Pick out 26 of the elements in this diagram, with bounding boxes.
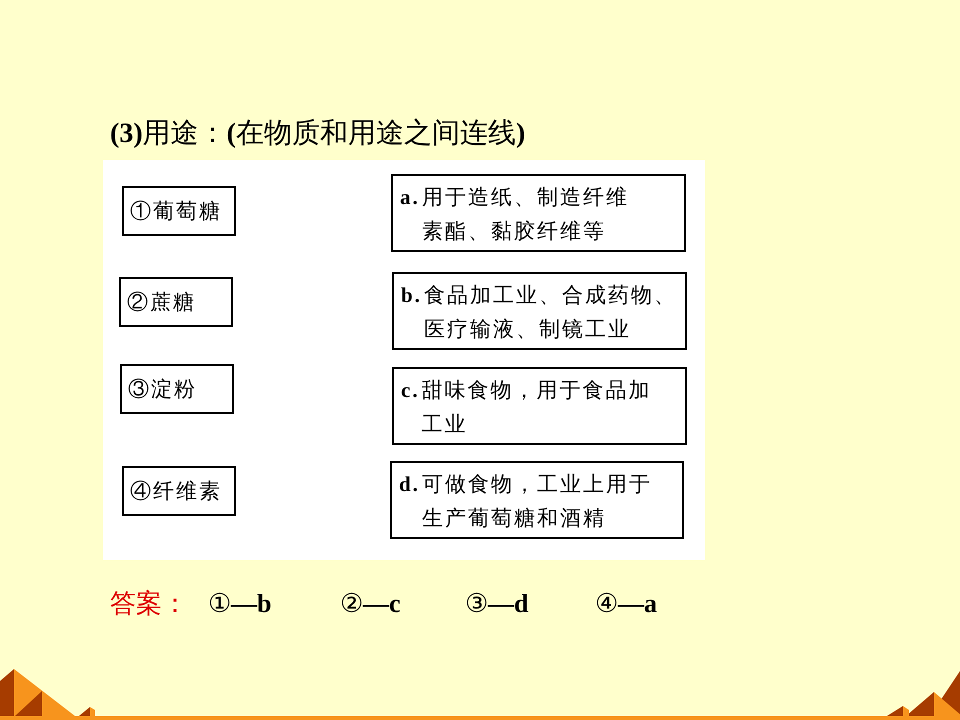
- substance-box: [120, 364, 234, 414]
- substance-name: ③淀粉: [128, 376, 197, 403]
- option-letter: b.: [401, 282, 422, 309]
- usage-description: 可做食物，工业上用于生产葡萄糖和酒精: [422, 471, 653, 532]
- answer-pair: ①—b: [208, 588, 272, 620]
- substance-name: ②蔗糖: [127, 289, 196, 316]
- answer-label: 答案：: [110, 588, 188, 620]
- answer-pair: ②—c: [340, 588, 401, 620]
- substance-box: [122, 466, 236, 516]
- option-letter: c.: [401, 377, 420, 404]
- usage-box: [390, 461, 684, 539]
- substance-name: ④纤维素: [130, 478, 222, 505]
- substance-name: ①葡萄糖: [130, 198, 222, 225]
- substance-box: [119, 277, 233, 327]
- option-letter: a.: [400, 184, 420, 211]
- usage-box: [392, 367, 687, 445]
- usage-description: 用于造纸、制造纤维素酯、黏胶纤维等: [422, 184, 630, 245]
- answer-pair: ③—d: [465, 588, 528, 620]
- usage-description: 食品加工业、合成药物、医疗输液、制镜工业: [424, 282, 678, 343]
- usage-description: 甜味食物，用于食品加工业: [422, 377, 653, 438]
- usage-box: [392, 272, 687, 350]
- substance-box: [122, 186, 236, 236]
- answer-pair: ④—a: [595, 588, 657, 620]
- slide-title: (3)用途：(在物质和用途之间连线): [110, 117, 526, 151]
- usage-box: [391, 174, 686, 252]
- option-letter: d.: [399, 471, 420, 498]
